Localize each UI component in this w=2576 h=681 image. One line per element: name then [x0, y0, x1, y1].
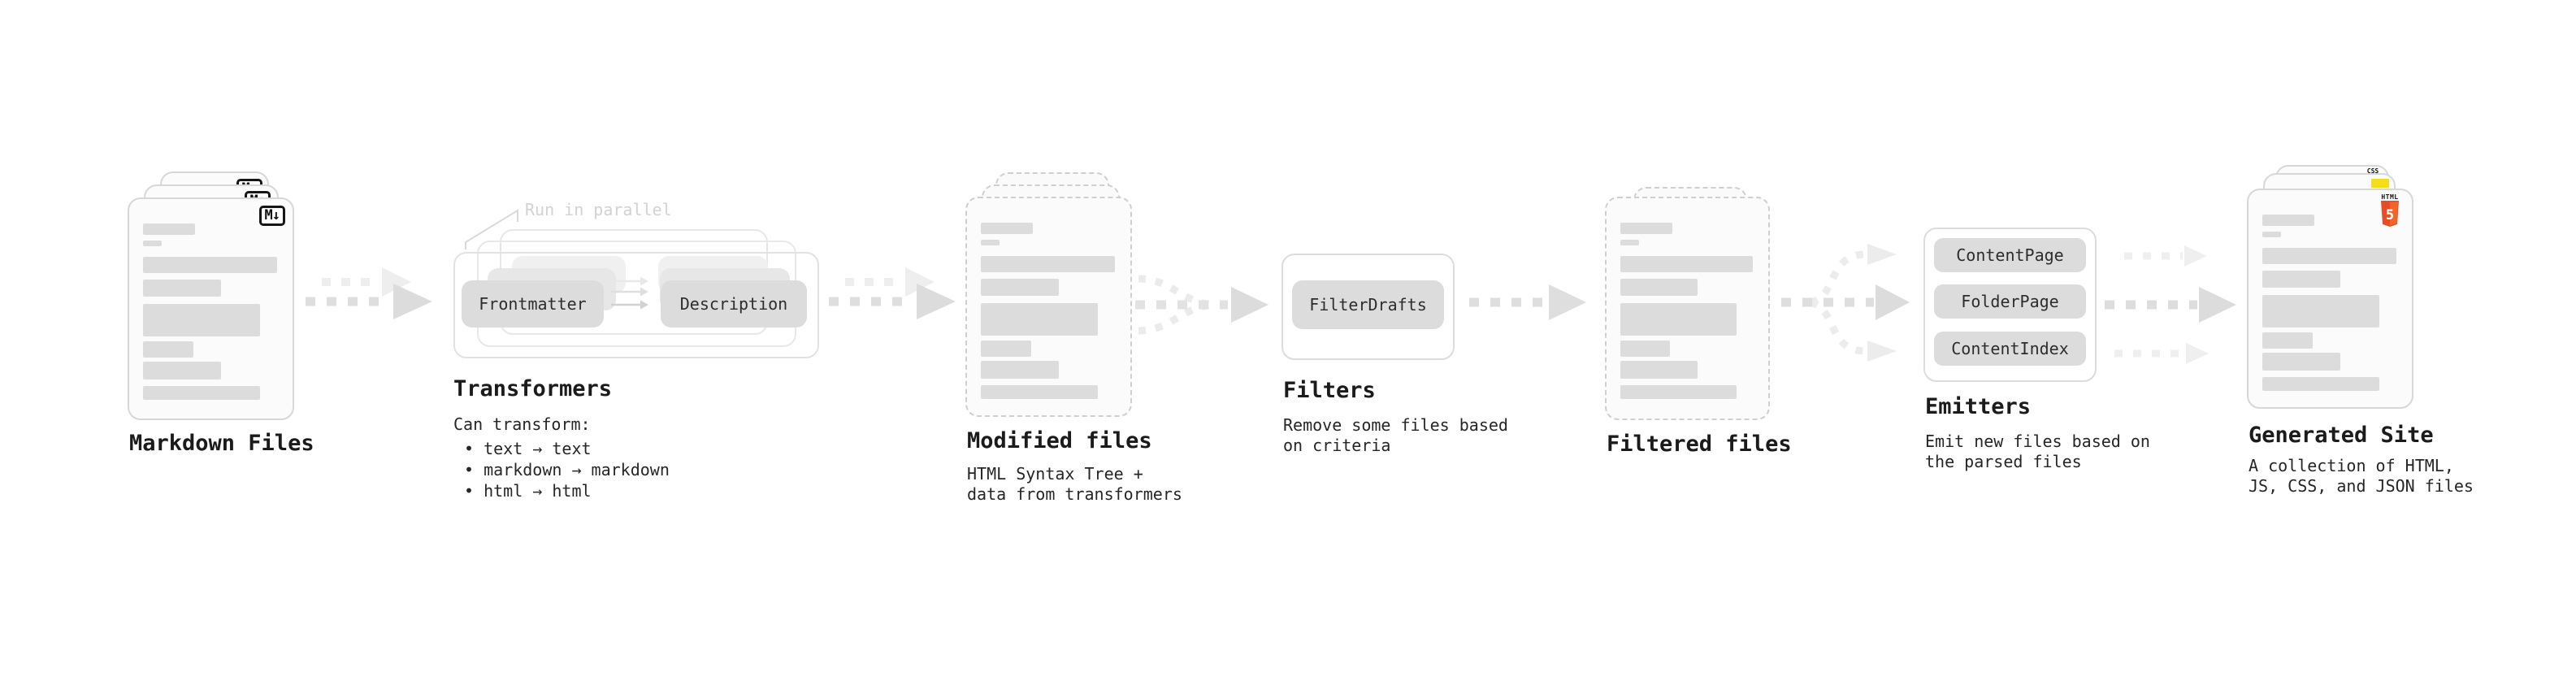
- stage-caption-emitters: Emit new files based on the parsed files: [1925, 432, 2150, 471]
- placeholder-bar: [143, 257, 277, 273]
- placeholder-bar: [143, 241, 162, 246]
- stage-modified-files: Modified files HTML Syntax Tree + data f…: [965, 162, 1182, 511]
- stage-caption-filters: Remove some files based on criteria: [1283, 415, 1508, 455]
- svg-text:5: 5: [2386, 207, 2394, 223]
- placeholder-bar: [143, 386, 261, 400]
- stage-title-filtered-files: Filtered files: [1607, 432, 1792, 457]
- placeholder-text-bars: [981, 223, 1117, 399]
- stage-transformers: Run in parallel Frontmatter Description …: [453, 195, 835, 512]
- placeholder-bar: [143, 223, 195, 235]
- placeholder-bar: [143, 304, 261, 336]
- placeholder-bar: [2262, 332, 2314, 349]
- stage-filtered-files: Filtered files: [1605, 162, 1792, 479]
- flow-arrow-markdown-to-transformers: [306, 267, 432, 319]
- emitter-pill-contentpage: ContentPage: [1934, 238, 2086, 272]
- html5-icon: HTML 5: [2380, 194, 2400, 230]
- placeholder-bar: [981, 385, 1099, 399]
- placeholder-bar: [1620, 340, 1671, 357]
- placeholder-bar: [981, 340, 1032, 357]
- placeholder-bar: [1620, 279, 1698, 296]
- flow-arrow-emitters-to-generated: [2105, 245, 2236, 364]
- transform-bullet: • html → html: [464, 481, 592, 501]
- placeholder-bar: [2262, 271, 2340, 288]
- placeholder-bar: [2262, 295, 2380, 327]
- stage-markdown-files: M↓ M↓ M↓ Markdown Files: [128, 162, 323, 479]
- placeholder-text-bars: [143, 223, 280, 400]
- transform-bullet: • text → text: [464, 439, 592, 458]
- placeholder-bar: [1620, 256, 1753, 272]
- placeholder-bar: [981, 279, 1059, 296]
- filters-box: [1281, 254, 1455, 360]
- placeholder-bar: [143, 280, 221, 297]
- placeholder-text-bars: [1620, 223, 1755, 399]
- placeholder-bar: [1620, 361, 1698, 379]
- emitter-pill-folderpage: FolderPage: [1934, 284, 2086, 319]
- stage-title-markdown-files: Markdown Files: [129, 431, 314, 456]
- transformer-box-front: [453, 252, 819, 358]
- flow-arrow-modified-to-filters: [1135, 275, 1268, 335]
- stage-title-transformers: Transformers: [453, 376, 613, 401]
- transformers-caption-heading: Can transform:: [453, 414, 591, 434]
- filter-pill-filterdrafts: FilterDrafts: [1292, 280, 1444, 329]
- transformer-pill-frontmatter: Frontmatter: [462, 280, 604, 327]
- stage-title-modified-files: Modified files: [967, 428, 1152, 453]
- stage-title-emitters: Emitters: [1925, 394, 2032, 419]
- emitter-pill-contentindex: ContentIndex: [1934, 332, 2086, 366]
- generated-file-card-front: HTML 5: [2247, 189, 2413, 409]
- placeholder-bar: [1620, 385, 1737, 399]
- filtered-file-card-front: [1605, 197, 1770, 420]
- emitters-box: [1923, 228, 2097, 382]
- placeholder-bar: [2262, 215, 2314, 226]
- markdown-icon: M↓: [258, 206, 285, 226]
- placeholder-bar: [981, 303, 1099, 336]
- markdown-file-card-front: M↓: [128, 197, 294, 420]
- placeholder-bar: [981, 240, 1000, 245]
- transformers-bullet-list: • text → text • markdown → markdown • ht…: [453, 438, 670, 501]
- placeholder-bar: [1620, 303, 1737, 336]
- run-in-parallel-label: Run in parallel: [525, 200, 672, 219]
- stage-title-filters: Filters: [1283, 378, 1376, 403]
- flow-arrow-filters-to-filtered: [1469, 284, 1586, 320]
- placeholder-bar: [981, 361, 1059, 379]
- stage-emitters: ContentPage FolderPage ContentIndex Emit…: [1923, 228, 2150, 488]
- placeholder-bar: [143, 362, 221, 380]
- stage-filters: FilterDrafts Filters Remove some files b…: [1281, 254, 1508, 473]
- stage-title-generated-site: Generated Site: [2249, 423, 2434, 448]
- flow-arrow-filtered-to-emitters: [1781, 244, 1910, 362]
- modified-file-card-front: [965, 197, 1132, 417]
- placeholder-bar: [1620, 223, 1672, 234]
- stage-generated-site: CSS HTML 5: [2247, 162, 2474, 511]
- placeholder-bar: [143, 341, 194, 358]
- placeholder-bar: [981, 256, 1115, 272]
- javascript-icon: [2371, 179, 2389, 188]
- transform-bullet: • markdown → markdown: [464, 460, 670, 479]
- placeholder-bar: [2262, 353, 2340, 371]
- placeholder-bar: [2262, 232, 2281, 237]
- placeholder-bar: [981, 223, 1033, 234]
- placeholder-bar: [2262, 377, 2380, 391]
- run-in-parallel-leader-line: [465, 209, 518, 249]
- placeholder-bar: [1620, 240, 1639, 245]
- flow-arrow-transformers-to-modified: [829, 267, 956, 319]
- html5-shield: 5: [2381, 201, 2399, 227]
- stage-caption-generated-site: A collection of HTML, JS, CSS, and JSON …: [2249, 456, 2474, 496]
- stage-caption-modified-files: HTML Syntax Tree + data from transformer…: [967, 464, 1182, 504]
- placeholder-text-bars: [2262, 215, 2399, 391]
- transformer-pill-description: Description: [661, 280, 807, 327]
- placeholder-bar: [2262, 248, 2396, 264]
- parallel-transform-arrows: [611, 276, 648, 310]
